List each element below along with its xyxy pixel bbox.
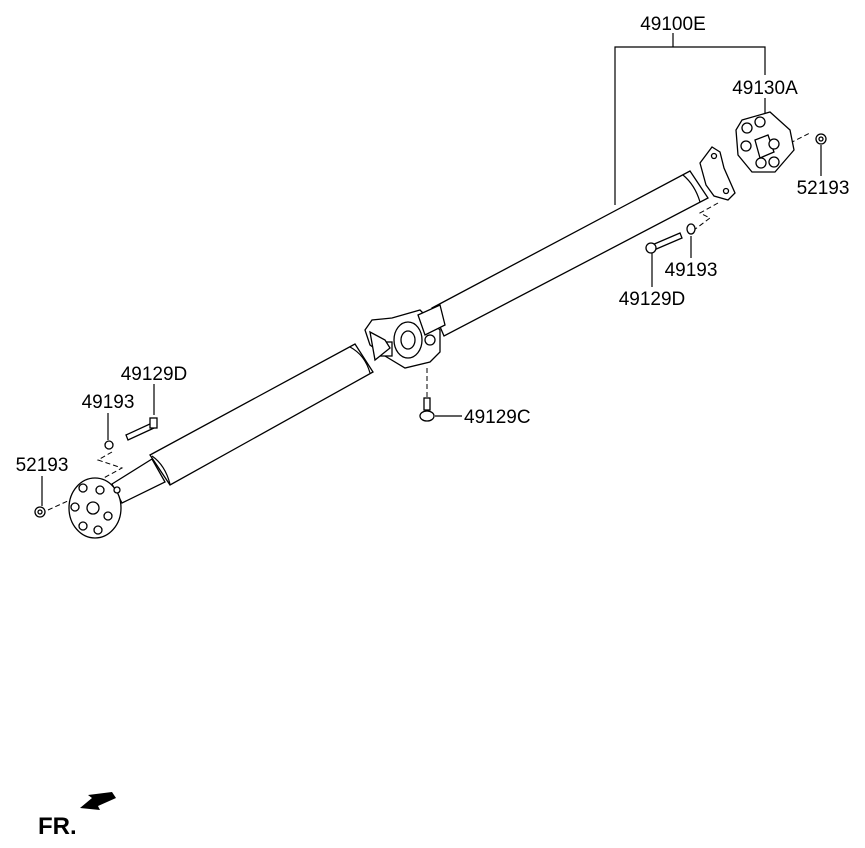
front-bolt (125, 417, 158, 441)
bearing-bolt (419, 397, 435, 422)
rear-washer (686, 223, 696, 235)
label-washer-front: 49193 (82, 392, 135, 413)
rear-nut (815, 133, 827, 145)
label-bolt-rear: 49129D (619, 289, 686, 310)
label-coupling-rear: 49130A (732, 78, 798, 99)
label-assembly: 49100E (640, 14, 706, 35)
front-washer (104, 440, 114, 450)
front-flex-coupling (68, 477, 122, 539)
leader-lines (41, 33, 822, 511)
label-bolt-front: 49129D (121, 364, 188, 385)
front-tube (431, 170, 709, 337)
front-direction-arrow-icon (80, 792, 116, 810)
rear-bolt (645, 232, 683, 254)
label-bearing-bolt: 49129C (464, 407, 531, 428)
label-nut-rear: 52193 (797, 178, 850, 199)
front-flange-yoke (699, 146, 736, 201)
label-washer-rear: 49193 (665, 260, 718, 281)
label-nut-front: 52193 (16, 455, 69, 476)
rear-tube (111, 330, 391, 504)
front-nut (34, 506, 46, 518)
rear-flex-coupling (735, 111, 795, 173)
front-direction-label: FR. (38, 813, 77, 840)
